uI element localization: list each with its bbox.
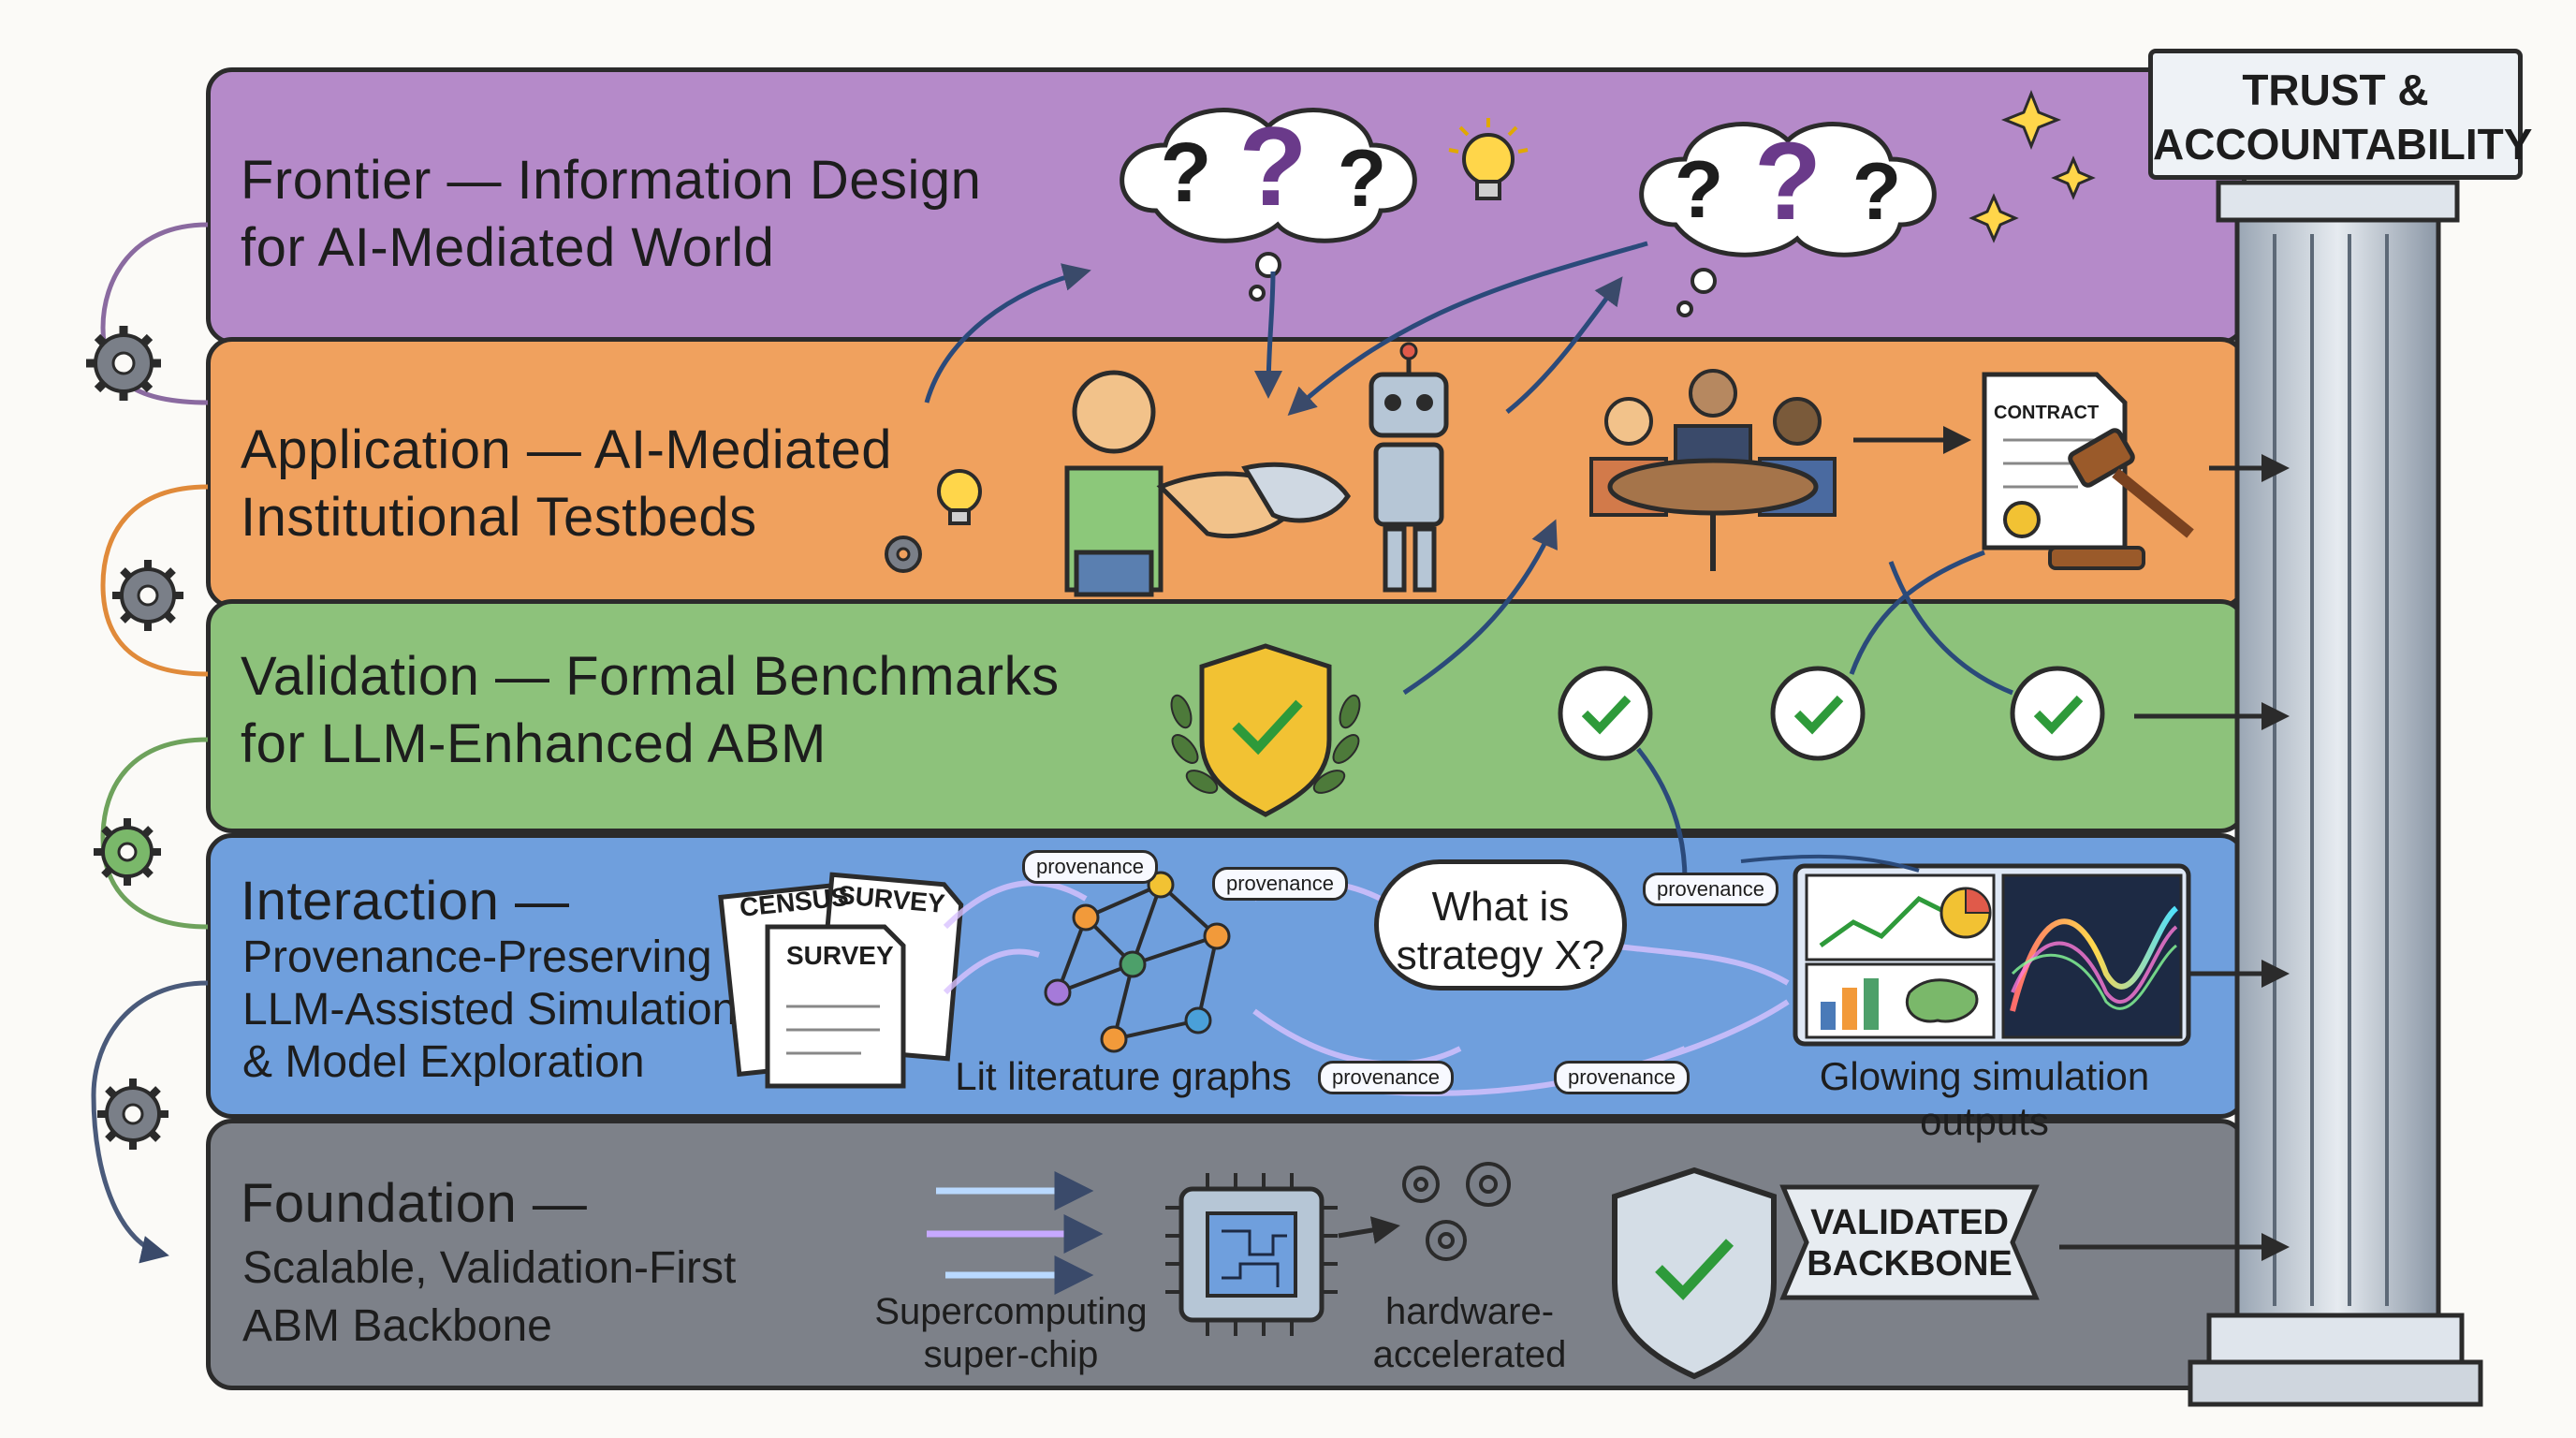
document-stack bbox=[718, 872, 964, 1089]
simulation-outputs-panel bbox=[1793, 863, 2191, 1047]
question-mark: ? bbox=[1674, 145, 1724, 235]
trust-pillar bbox=[2188, 180, 2483, 1407]
check-circle-icon bbox=[1770, 666, 1866, 761]
validation-arrows bbox=[1402, 519, 2013, 881]
question-cloud bbox=[1639, 122, 1937, 317]
validation-title: Validation — Formal Benchmarks for LLM-E… bbox=[241, 646, 1060, 774]
gear-icon bbox=[112, 560, 183, 631]
check-circle-icon bbox=[2010, 666, 2105, 761]
simulation-outputs-label: Glowing simulation outputs bbox=[1819, 1054, 2150, 1143]
provenance-tag: provenance bbox=[1318, 1061, 1454, 1094]
backbone-banner bbox=[1779, 1184, 2040, 1300]
question-mark: ? bbox=[1160, 126, 1212, 220]
left-connectors bbox=[91, 222, 209, 1264]
person-figure bbox=[1064, 370, 1164, 597]
provenance-tag: provenance bbox=[1212, 867, 1348, 901]
contract-label: CONTRACT bbox=[1994, 403, 2100, 423]
provenance-tag: provenance bbox=[1022, 850, 1158, 884]
gear-icon bbox=[97, 1078, 168, 1150]
pillar-arrows bbox=[2059, 454, 2290, 1261]
foundation-title: Foundation — bbox=[241, 1173, 588, 1234]
provenance-tag: provenance bbox=[1643, 873, 1778, 906]
frontier-arrows bbox=[924, 241, 1648, 417]
strategy-question-bubble: What is strategy X? bbox=[1374, 859, 1627, 990]
supercomputer-chip-icon bbox=[1165, 1173, 1338, 1336]
gear-icon bbox=[86, 326, 161, 401]
question-mark: ? bbox=[1852, 147, 1902, 237]
survey-label: SURVEY bbox=[786, 941, 894, 970]
laurel-icon bbox=[1170, 694, 1361, 794]
provenance-tag: provenance bbox=[1554, 1061, 1690, 1094]
lightbulb-icon bbox=[937, 469, 982, 525]
validated-backbone-label: VALIDATED BACKBONE bbox=[1807, 1203, 2012, 1284]
question-mark: ? bbox=[1238, 104, 1308, 229]
shield-check-icon bbox=[1612, 1167, 1777, 1380]
lightbulb-icon bbox=[1448, 118, 1529, 200]
shield-check-icon bbox=[1199, 643, 1332, 817]
gear-cluster-icon bbox=[1402, 1162, 1511, 1261]
meeting-table bbox=[1589, 369, 1837, 571]
trust-pillar-label: TRUST & ACCOUNTABILITY bbox=[2148, 49, 2532, 180]
gear-icon bbox=[885, 536, 922, 573]
handshake-icon bbox=[1156, 462, 1352, 539]
question-mark: ? bbox=[1337, 134, 1387, 224]
frontier-title: Frontier — Information Design for AI-Med… bbox=[241, 150, 982, 278]
application-title: Application — AI-Mediated Institutional … bbox=[241, 419, 892, 548]
check-circle-icon bbox=[1558, 666, 1653, 761]
question-mark: ? bbox=[1753, 120, 1822, 243]
supercomputing-chip-label: Supercomputing super-chip bbox=[874, 1291, 1148, 1375]
literature-graph-label: Lit literature graphs bbox=[955, 1054, 1292, 1098]
foundation-subtitle: Scalable, Validation-First ABM Backbone bbox=[242, 1243, 737, 1351]
question-cloud bbox=[1120, 108, 1417, 301]
foundation-layer: Foundation — Scalable, Validation-First … bbox=[206, 1119, 2247, 1390]
interaction-subtitle: Provenance-Preserving LLM-Assisted Simul… bbox=[242, 932, 738, 1087]
speed-arrows bbox=[927, 1171, 1104, 1295]
gear-icon bbox=[94, 818, 161, 886]
literature-graph bbox=[1044, 871, 1231, 1053]
interaction-title: Interaction — bbox=[241, 871, 570, 932]
gavel-icon bbox=[2048, 428, 2194, 570]
hardware-accelerated-label: hardware- accelerated bbox=[1372, 1291, 1567, 1375]
sparkle-icon bbox=[1969, 89, 2096, 243]
robot-figure bbox=[1368, 342, 1449, 593]
